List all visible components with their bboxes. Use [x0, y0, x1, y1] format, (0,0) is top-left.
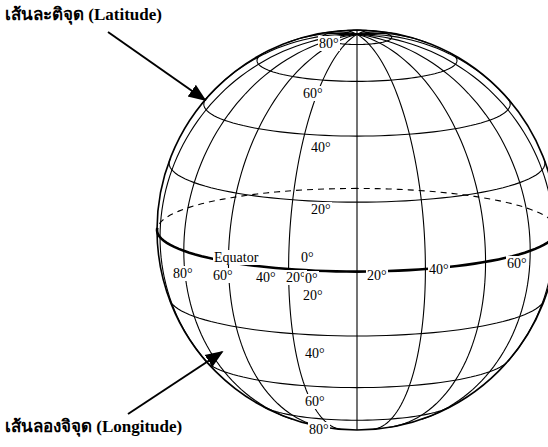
- globe-outline: [157, 30, 548, 430]
- parallel-line: [169, 159, 545, 202]
- parallel-line: [206, 361, 507, 388]
- degree-label: 60°: [302, 86, 324, 101]
- meridian-line: [357, 34, 530, 419]
- parallel-line: [169, 299, 544, 336]
- degree-label: 20°: [310, 202, 332, 217]
- degree-label: 60°: [506, 256, 528, 271]
- meridian-line: [357, 34, 512, 104]
- leader-arrow: [128, 352, 222, 414]
- degree-label: 40°: [310, 140, 332, 155]
- equator-back-line: [157, 188, 357, 227]
- degree-label: 80°: [172, 266, 194, 281]
- meridian-line: [356, 34, 357, 430]
- degree-label: 40°: [304, 346, 326, 361]
- leader-arrow: [108, 32, 205, 100]
- latitude-callout: เส้นละติจุด (Latitude): [4, 6, 163, 25]
- graticule: [157, 30, 548, 430]
- longitude-callout: เส้นลองจิจุด (Longitude): [4, 418, 183, 437]
- meridian-line: [357, 34, 486, 427]
- degree-label: 40°: [255, 270, 277, 285]
- parallel-line: [257, 52, 457, 81]
- meridian-line: [357, 34, 425, 429]
- degree-label: 20°: [302, 288, 324, 303]
- meridian-line: [357, 34, 548, 361]
- degree-label: 40°: [428, 262, 450, 277]
- degree-label: 60°: [304, 394, 326, 409]
- degree-label: 80°: [318, 36, 340, 51]
- meridian-line: [228, 34, 357, 427]
- degree-label: 60°: [212, 268, 234, 283]
- degree-label: 0°: [300, 250, 315, 265]
- parallel-line: [204, 98, 510, 136]
- degree-label: Equator: [213, 250, 259, 265]
- degree-label: 20°: [366, 268, 388, 283]
- meridian-line: [289, 34, 357, 429]
- equator-back-line: [357, 188, 548, 230]
- meridian-line: [357, 33, 427, 43]
- degree-label: 0°: [304, 271, 319, 286]
- equator-line: [157, 228, 548, 272]
- meridian-line: [184, 34, 357, 419]
- degree-label: 80°: [308, 422, 330, 437]
